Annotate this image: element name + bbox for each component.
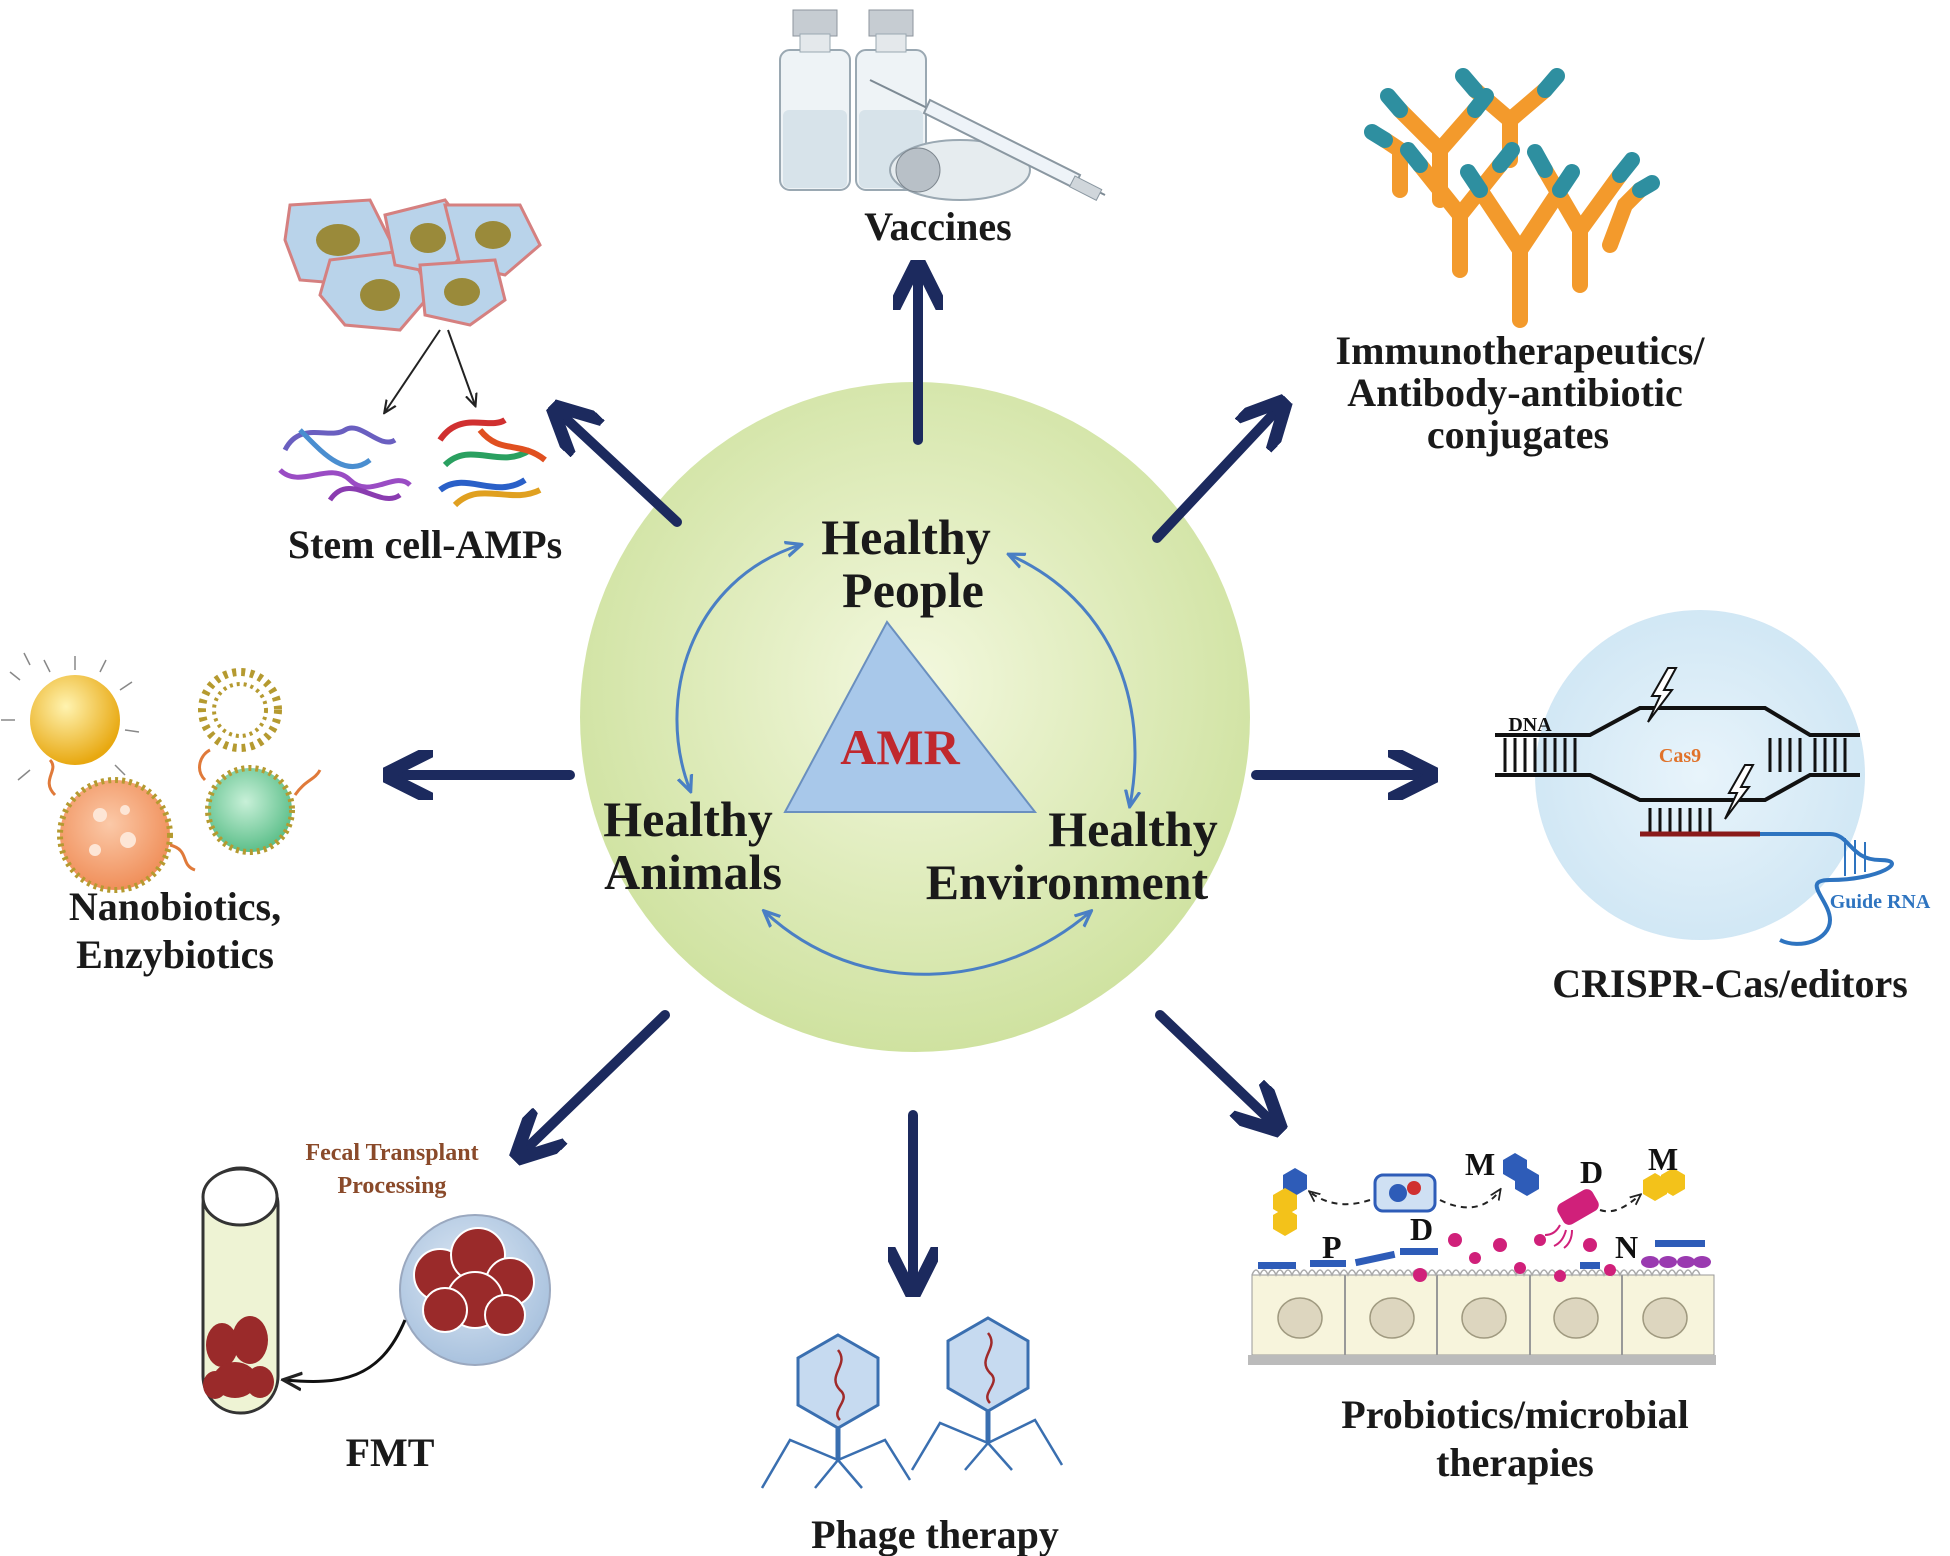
arrow-fmt — [525, 1010, 670, 1150]
probiotic-n-label: N — [1615, 1229, 1638, 1265]
arrow-probiotics — [1155, 1010, 1272, 1122]
probiotic-d2-label: D — [1410, 1211, 1433, 1247]
stool-sample-in-tube — [203, 1316, 274, 1399]
mucus-fragments — [1258, 1240, 1705, 1269]
amr-label: AMR — [840, 719, 960, 775]
polymer-nanoparticle — [47, 758, 196, 893]
nano-label-line1: Nanobiotics, — [69, 884, 281, 929]
vaccines-label: Vaccines — [864, 204, 1011, 249]
dna-label: DNA — [1508, 714, 1552, 736]
one-health-hub: AMR Healthy People Healthy Animals Healt… — [580, 382, 1250, 1052]
phage-label: Phage therapy — [811, 1512, 1059, 1556]
hub-animals-line2: Animals — [604, 844, 782, 900]
arrow-immuno — [1152, 410, 1277, 543]
stemcell-label: Stem cell-AMPs — [288, 522, 562, 567]
nanobiotics-illustration: Nanobiotics, Enzybiotics — [1, 652, 322, 977]
protein-structure-left — [278, 425, 412, 502]
hexagon-molecules — [1273, 1153, 1685, 1236]
syringe-icon — [869, 79, 1106, 201]
cycle-arrow-left — [675, 545, 800, 790]
guide-rna-label: Guide RNA — [1830, 891, 1931, 913]
hub-animals-line1: Healthy — [603, 791, 772, 847]
immuno-label-line2: Antibody-antibiotic — [1347, 370, 1683, 415]
nano-label-line2: Enzybiotics — [76, 932, 274, 977]
stemcell-illustration: Stem cell-AMPs — [278, 198, 562, 567]
hub-environment-line1: Healthy — [1048, 801, 1217, 857]
hub-people-line1: Healthy — [821, 509, 990, 565]
probiotic-m1-label: M — [1465, 1146, 1495, 1182]
vaccines-illustration: Vaccines — [779, 9, 1106, 249]
immuno-label-line3: conjugates — [1427, 412, 1609, 457]
green-vesicle — [198, 748, 322, 855]
metabolite-dots — [1413, 1233, 1616, 1282]
radial-arrows — [398, 275, 1423, 1282]
phage-icon-left — [760, 1333, 912, 1489]
antibody-icon — [1377, 82, 1648, 328]
fmt-illustration: Fecal Transplant Processing FMT — [201, 1140, 551, 1475]
crispr-background — [1535, 610, 1865, 940]
probiotic-capsule — [1373, 1173, 1437, 1213]
cycle-arrow-bottom — [765, 912, 1090, 976]
arrow-stemcell — [562, 415, 682, 527]
fmt-label: FMT — [346, 1430, 435, 1475]
crispr-label: CRISPR-Cas/editors — [1552, 961, 1908, 1006]
hub-environment-line2: Environment — [926, 854, 1209, 910]
fmt-processing-line2: Processing — [338, 1173, 447, 1199]
fmt-return-arrow — [285, 1319, 407, 1381]
cas9-label: Cas9 — [1659, 745, 1701, 767]
fmt-processing-line1: Fecal Transplant — [305, 1140, 478, 1166]
probiotics-illustration: M D M P D N Probiotics/microbial therapi… — [1248, 1141, 1716, 1485]
epithelium — [1251, 1274, 1715, 1356]
immuno-label-line1: Immunotherapeutics/ — [1336, 328, 1706, 373]
stool-sample — [413, 1227, 535, 1336]
probiotic-d1-label: D — [1580, 1154, 1603, 1190]
gold-nanoparticle — [30, 675, 120, 765]
crispr-illustration: DNA Cas9 Guide RNA CRISPR-Cas/editors — [1495, 610, 1931, 1006]
bacterium-icon — [1544, 1189, 1599, 1249]
probiotics-label-line1: Probiotics/microbial — [1341, 1392, 1688, 1437]
amr-triangle — [783, 620, 1038, 813]
probiotics-label-line2: therapies — [1436, 1440, 1594, 1485]
cycle-arrow-right — [1010, 555, 1135, 805]
antibody-illustration: Immunotherapeutics/ Antibody-antibiotic … — [1336, 68, 1706, 457]
phage-icon-right — [910, 1316, 1064, 1471]
hub-people-line2: People — [842, 562, 984, 618]
stem-cells — [283, 198, 542, 332]
probiotic-m2-label: M — [1648, 1141, 1678, 1177]
probiotic-p-label: P — [1322, 1229, 1342, 1265]
liposome-icon — [198, 668, 282, 752]
guide-rna — [1760, 832, 1894, 946]
lightning-icon — [1647, 667, 1755, 820]
protein-structure-right — [437, 417, 547, 508]
phage-illustration: Phage therapy — [760, 1316, 1064, 1556]
